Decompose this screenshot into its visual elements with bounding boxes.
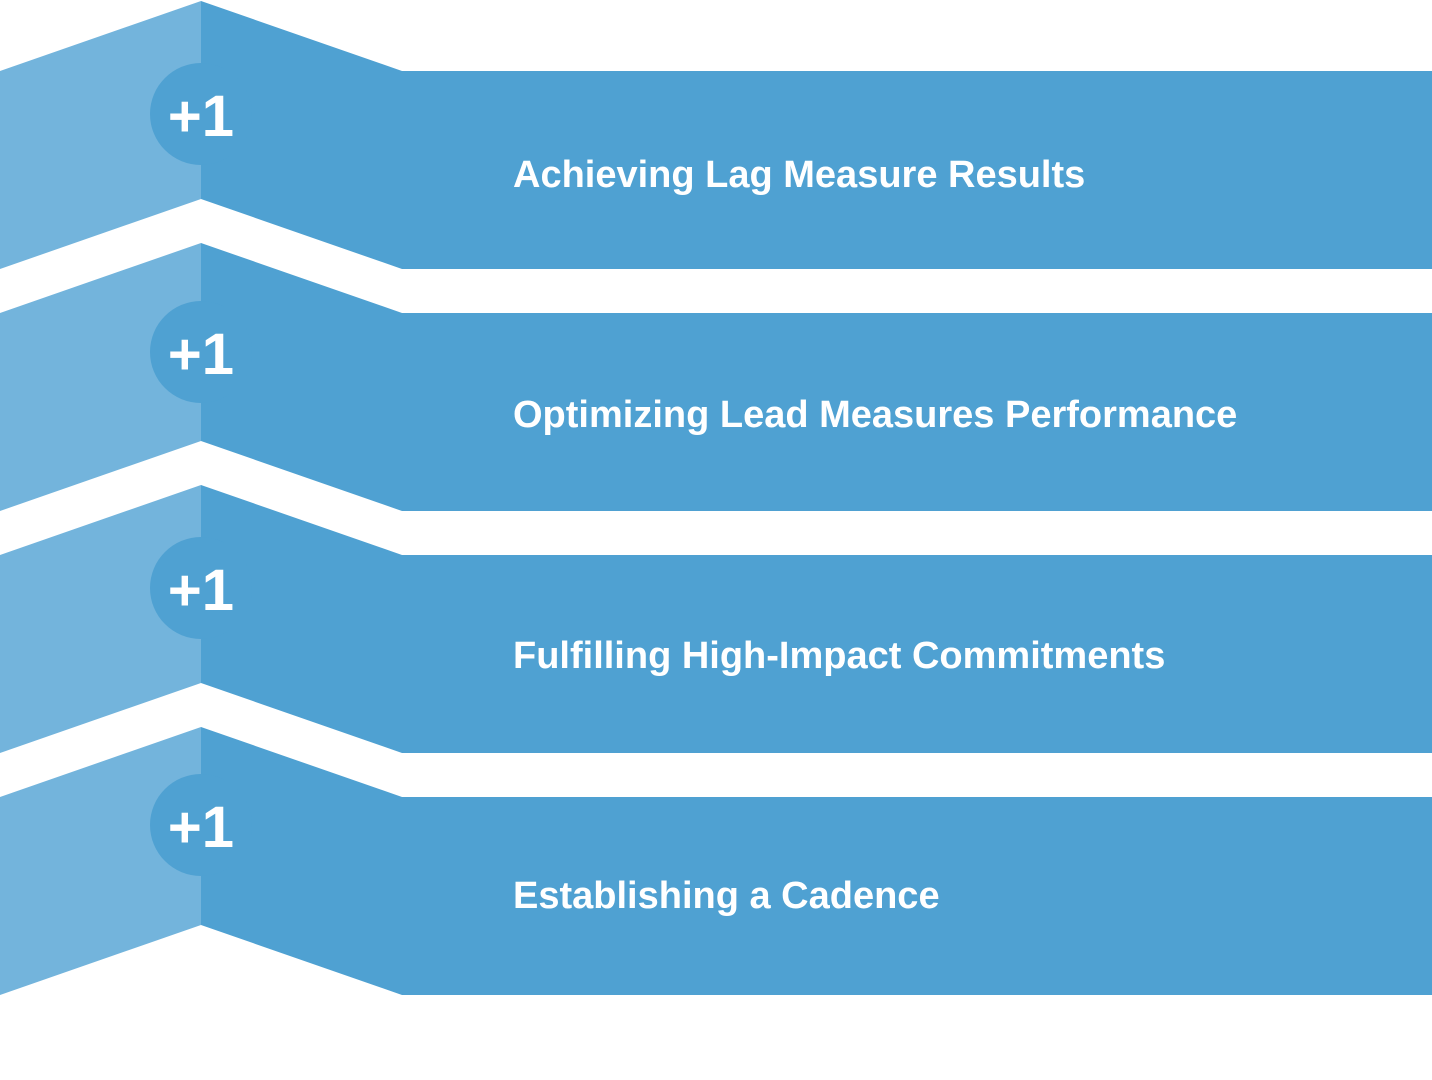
- badge-circle: [150, 301, 252, 403]
- band-right-face: [201, 243, 1432, 511]
- band-left-face: [0, 727, 201, 995]
- step-badge: +1: [168, 795, 234, 860]
- step-label: Optimizing Lead Measures Performance: [513, 394, 1237, 436]
- step-label: Establishing a Cadence: [513, 875, 940, 917]
- band-right-face: [201, 1, 1432, 269]
- step-badge: +1: [168, 84, 234, 149]
- badge-circle: [150, 63, 252, 165]
- step-badge: +1: [168, 558, 234, 623]
- step-badge: +1: [168, 322, 234, 387]
- step-band: +1 Achieving Lag Measure Results: [0, 1, 1432, 269]
- badge-circle: [150, 537, 252, 639]
- band-left-face: [0, 243, 201, 511]
- step-band: +1 Establishing a Cadence: [0, 727, 1432, 995]
- step-label: Fulfilling High-Impact Commitments: [513, 635, 1165, 677]
- band-right-face: [201, 485, 1432, 753]
- step-band: +1 Optimizing Lead Measures Performance: [0, 243, 1432, 511]
- step-label: Achieving Lag Measure Results: [513, 154, 1085, 196]
- band-right-face: [201, 727, 1432, 995]
- step-band: +1 Fulfilling High-Impact Commitments: [0, 485, 1432, 753]
- band-left-face: [0, 1, 201, 269]
- band-left-face: [0, 485, 201, 753]
- badge-circle: [150, 774, 252, 876]
